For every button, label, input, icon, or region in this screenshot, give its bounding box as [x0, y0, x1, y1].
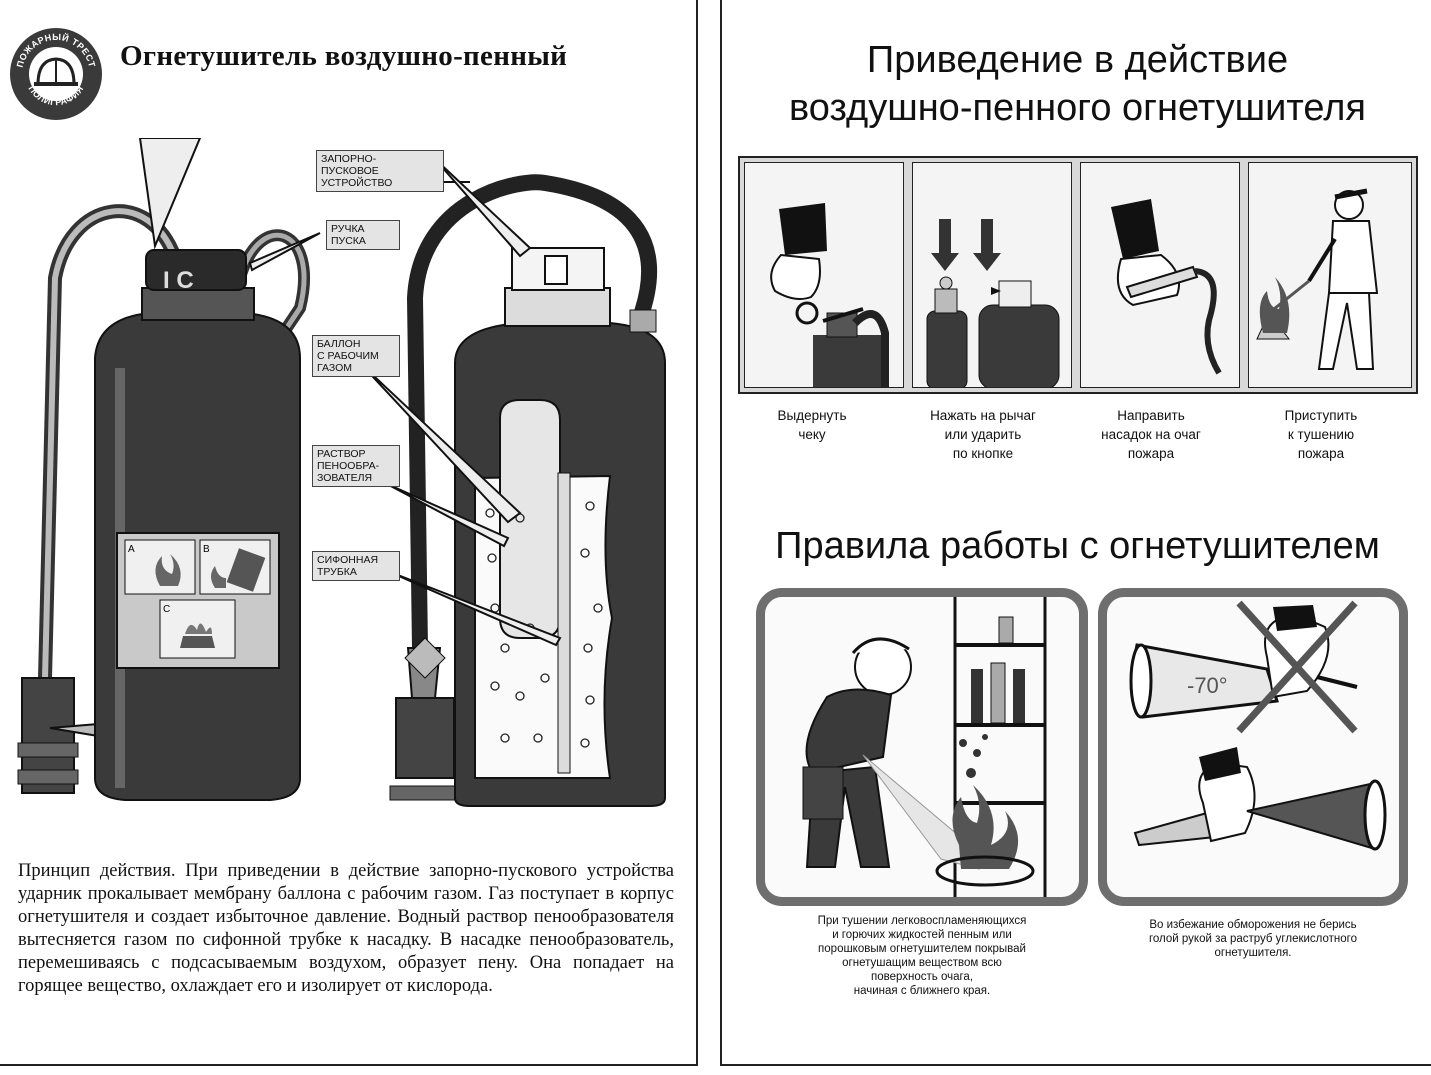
callout-foam-solution: РАСТВОР ПЕНООБРА- ЗОВАТЕЛЯ — [312, 445, 400, 487]
activation-title-line-1: Приведение в действие — [866, 39, 1289, 81]
callout-shutoff-device: ЗАПОРНО- ПУСКОВОЕ УСТРОЙСТВО — [316, 150, 444, 192]
foam-extinguisher-illustration: I C A B C — [17, 138, 666, 807]
operating-instructions-panel: Приведение в действие воздушно-пенного о… — [720, 0, 1431, 1066]
step-press-lever-illustration — [912, 162, 1072, 388]
class-c-label: C — [163, 604, 170, 615]
fire-trust-logo: ПОЖАРНЫЙ ТРЕСТ ПОЛИГРАФИЯ — [8, 26, 104, 122]
step-pull-pin-illustration — [744, 162, 904, 388]
step-label-press-lever: Нажать на рычаг или ударить по кнопке — [930, 408, 1036, 461]
canister-flame-icon — [211, 548, 266, 592]
callout-gas-cartridge: БАЛЛОН С РАБОЧИМ ГАЗОМ — [312, 335, 400, 377]
step-label-pull-pin: Выдернуть чеку — [777, 408, 847, 442]
class-a-label: A — [128, 544, 135, 555]
flame-icon — [155, 554, 181, 586]
rule-co2-frostbite-caption: Во избежание обморожения не берись голой… — [1148, 919, 1358, 959]
fire-helmet-icon: ПОЖАРНЫЙ ТРЕСТ ПОЛИГРАФИЯ — [10, 28, 102, 120]
svg-text:I C: I C — [163, 267, 194, 294]
callout-trigger-handle: РУЧКА ПУСКА — [326, 220, 400, 250]
class-b-label: B — [203, 544, 210, 555]
step-label-aim-nozzle: Направить насадок на очаг пожара — [1101, 408, 1201, 461]
temperature-label: -70° — [1187, 673, 1228, 698]
gas-burner-icon — [180, 623, 215, 648]
callout-siphon-tube: СИФОННАЯ ТРУБКА — [312, 551, 400, 581]
step-start-extinguishing-illustration — [1248, 162, 1412, 388]
activation-title-line-2: воздушно-пенного огнетушителя — [788, 87, 1366, 129]
rules-title: Правила работы с огнетушителем — [775, 525, 1380, 567]
step-label-start-extinguishing: Приступить к тушению пожара — [1284, 408, 1358, 461]
foam-extinguisher-panel: ПОЖАРНЫЙ ТРЕСТ ПОЛИГРАФИЯ Огнетушитель в… — [0, 0, 698, 1066]
rule-flammable-liquids-caption: При тушении легковоспламеняющихся и горю… — [817, 915, 1027, 997]
step-aim-nozzle-illustration — [1080, 162, 1240, 388]
activation-steps-strip — [738, 156, 1418, 394]
page-title: Огнетушитель воздушно-пенный — [120, 40, 568, 72]
rule-co2-frostbite-illustration: -70° — [1098, 588, 1408, 906]
rule-flammable-liquids-illustration — [756, 588, 1088, 906]
operating-principle-text: Принцип действия. При приведении в дейст… — [18, 861, 674, 996]
